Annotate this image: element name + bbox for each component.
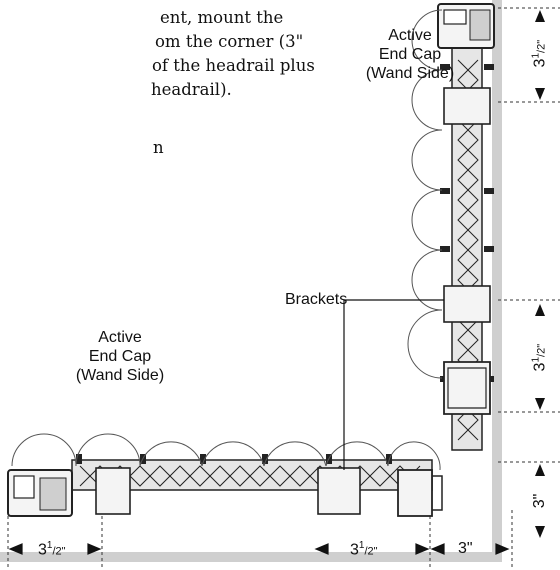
dim-right-top: 31/2" [530, 32, 549, 76]
label-line: (Wand Side) [75, 367, 165, 384]
dim-right-mid: 31/2" [530, 336, 549, 380]
dim-frac: /2" [535, 343, 548, 357]
right-wall [492, 0, 502, 562]
dim-frac: /2" [364, 545, 378, 558]
dim-bottom-right: 3" [458, 540, 473, 557]
dim-num: 1 [530, 356, 542, 363]
dim-whole: 3 [38, 541, 47, 559]
label-line: Active [98, 329, 142, 346]
dimension-guides [7, 7, 560, 570]
instruction-line: n [153, 138, 164, 157]
label-line: End Cap [378, 46, 442, 63]
dim-whole: 3 [350, 541, 359, 559]
dim-num: 1 [358, 540, 365, 551]
instruction-line: headrail). [151, 80, 232, 99]
label-line: Active [388, 27, 432, 44]
dim-bottom-left: 31/2" [38, 540, 66, 559]
floor-wall [0, 552, 502, 562]
horizontal-fabric-loops [11, 433, 441, 471]
dim-num: 1 [46, 540, 53, 551]
dim-num: 1 [530, 52, 542, 59]
brackets-label: Brackets [285, 291, 348, 308]
vertical-fabric-loops [407, 9, 443, 379]
vertical-headrail [437, 3, 495, 451]
right-dimension-arrows [535, 10, 545, 538]
instruction-line: ent, mount the [160, 8, 284, 27]
dim-whole: 3 [531, 362, 549, 372]
bottom-dimension-arrows [8, 543, 510, 555]
active-end-cap-label-left: Active End Cap (Wand Side) [60, 328, 180, 385]
dim-frac: /2" [535, 39, 548, 53]
brackets-leader [343, 299, 444, 470]
dim-frac: /2" [52, 545, 66, 558]
active-end-cap-label-top: Active End Cap (Wand Side) [350, 26, 470, 83]
horizontal-headrail [7, 454, 443, 517]
dim-right-bottom: 3" [531, 493, 548, 509]
dim-bottom-mid: 31/2" [350, 540, 378, 559]
label-line: (Wand Side) [365, 65, 455, 82]
dim-whole: 3 [531, 58, 549, 68]
instruction-line: om the corner (3" [155, 32, 304, 51]
label-line: End Cap [88, 348, 152, 365]
instruction-line: of the headrail plus [152, 56, 315, 75]
